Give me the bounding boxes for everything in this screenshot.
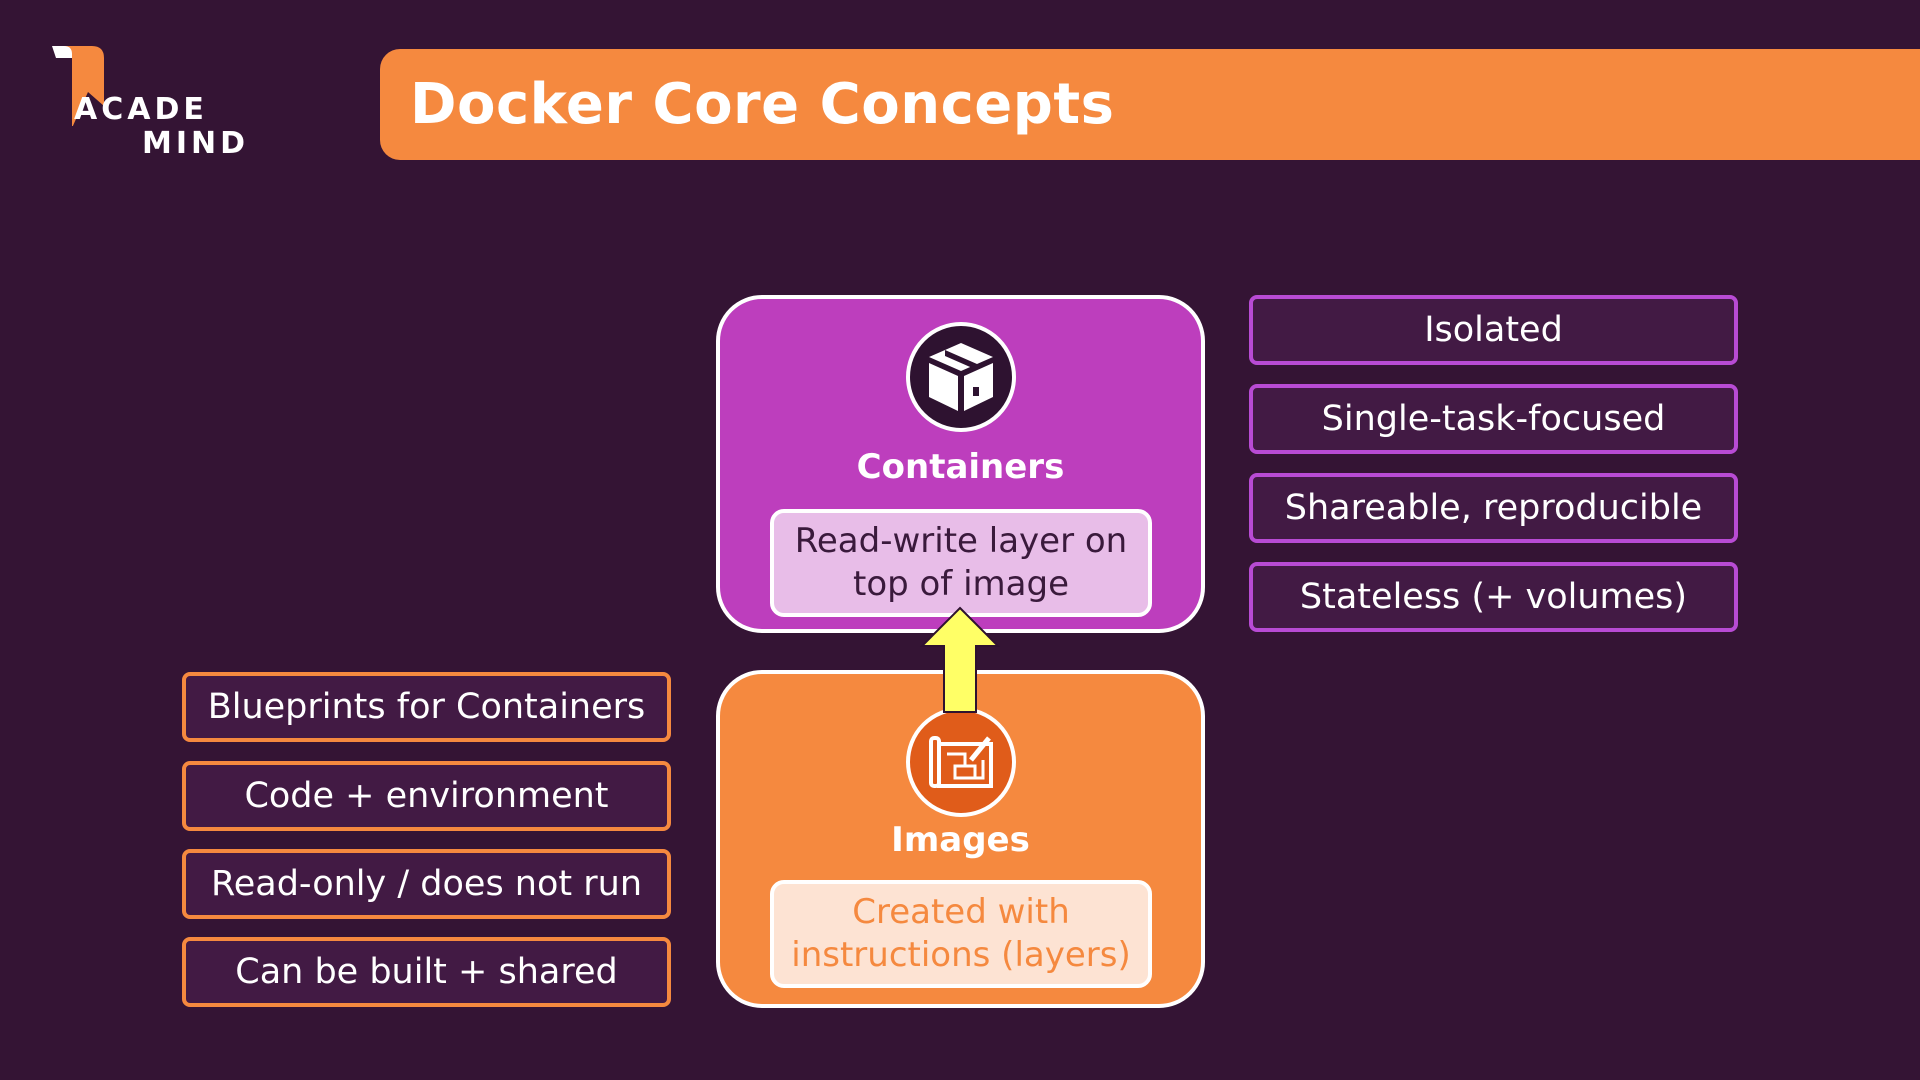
logo-text-line2: MIND: [142, 126, 250, 161]
container-property: Isolated: [1249, 295, 1738, 365]
academind-logo: ACADE MIND: [52, 46, 252, 161]
arrow-up-icon: [919, 606, 1001, 713]
image-property: Blueprints for Containers: [182, 672, 671, 742]
blueprint-icon: [906, 707, 1016, 817]
containers-note: Read-write layer on top of image: [770, 509, 1152, 617]
containers-label: Containers: [856, 447, 1065, 487]
logo-mark-icon: [52, 46, 104, 126]
images-card: Images Created with instructions (layers…: [716, 670, 1205, 1008]
page-title: Docker Core Concepts: [410, 72, 1115, 137]
logo-text-line1: ACADE: [74, 92, 208, 127]
images-note: Created with instructions (layers): [770, 880, 1152, 988]
title-bar: Docker Core Concepts: [380, 49, 1920, 160]
image-property: Read-only / does not run: [182, 849, 671, 919]
container-property: Stateless (+ volumes): [1249, 562, 1738, 632]
box-icon: [906, 322, 1016, 432]
container-property: Single-task-focused: [1249, 384, 1738, 454]
image-property: Code + environment: [182, 761, 671, 831]
images-label: Images: [891, 820, 1030, 860]
containers-card: Containers Read-write layer on top of im…: [716, 295, 1205, 633]
container-property: Shareable, reproducible: [1249, 473, 1738, 543]
image-property: Can be built + shared: [182, 937, 671, 1007]
